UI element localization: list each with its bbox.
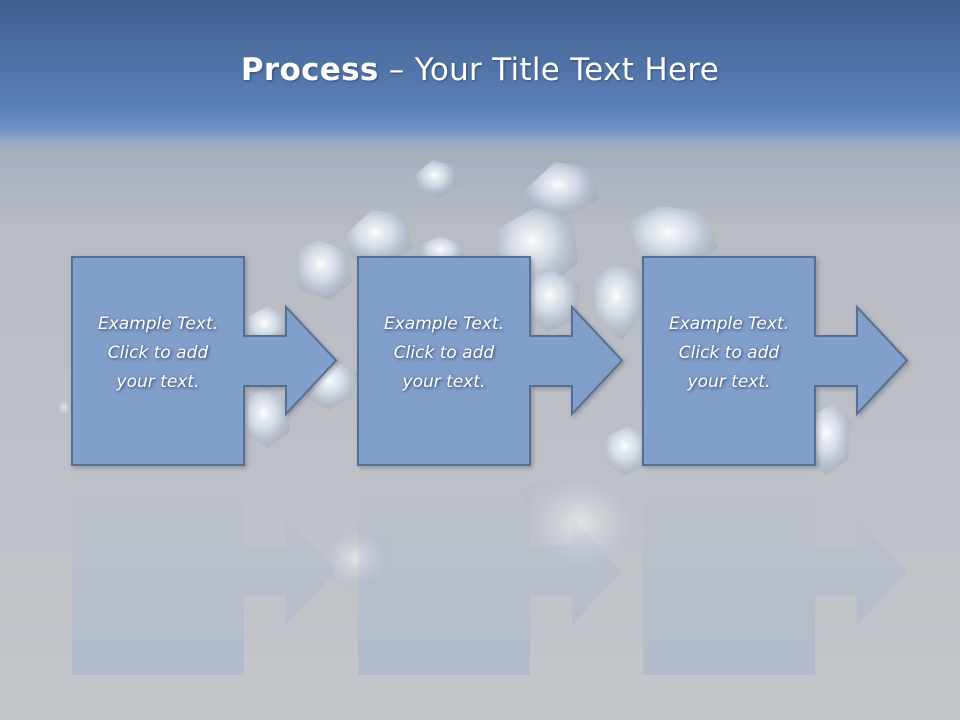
- step-2-arrow-box[interactable]: [357, 256, 624, 466]
- step-1-line-2: Click to add: [107, 343, 209, 363]
- step-2-text[interactable]: Example Text. Click to add your text.: [358, 310, 530, 397]
- step-1-line-1: Example Text.: [97, 314, 219, 334]
- step-2-line-1: Example Text.: [383, 314, 505, 334]
- title-rest: – Your Title Text Here: [378, 52, 720, 88]
- step-3-arrow-box[interactable]: [642, 256, 909, 466]
- step-1-text[interactable]: Example Text. Click to add your text.: [72, 310, 244, 397]
- step-2-line-2: Click to add: [393, 343, 495, 363]
- step-3-reflection: [643, 467, 907, 675]
- step-3-line-1: Example Text.: [668, 314, 790, 334]
- step-1-reflection: [72, 467, 336, 675]
- step-2-reflection: [358, 467, 622, 675]
- step-2-line-3: your text.: [402, 372, 486, 392]
- step-3-text[interactable]: Example Text. Click to add your text.: [643, 310, 815, 397]
- step-3-line-3: your text.: [687, 372, 771, 392]
- title-band: [0, 0, 960, 140]
- title-bold: Process: [240, 52, 379, 88]
- step-3-line-2: Click to add: [678, 343, 780, 363]
- step-1-arrow-box[interactable]: [71, 256, 338, 466]
- step-1-line-3: your text.: [116, 372, 200, 392]
- slide-title[interactable]: Process – Your Title Text Here: [0, 52, 960, 88]
